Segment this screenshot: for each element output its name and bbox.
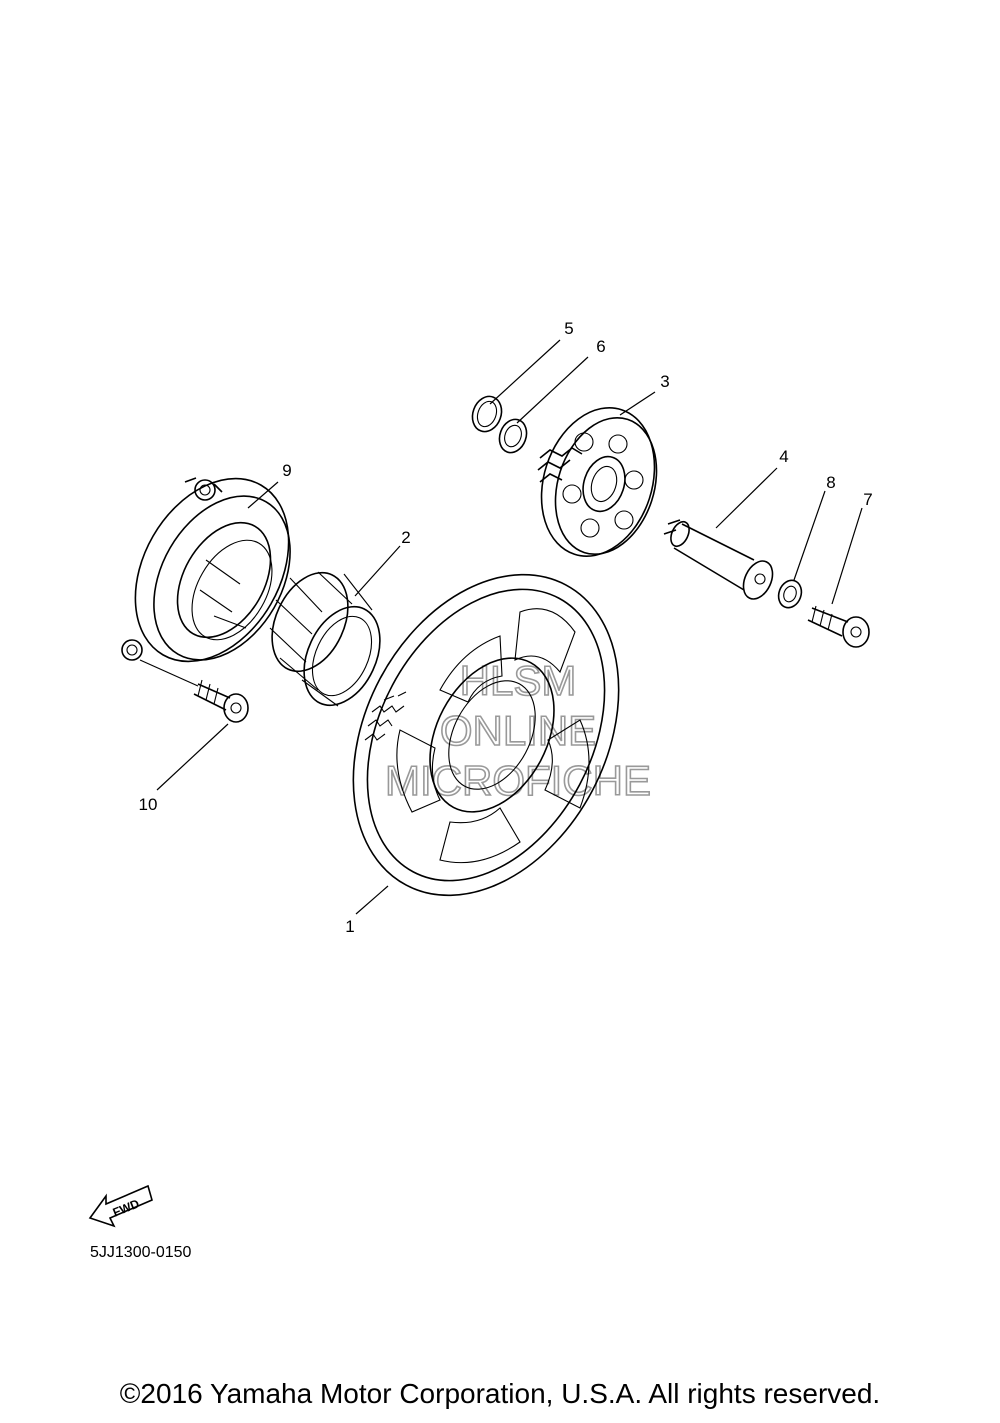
part-10-bolt xyxy=(139,659,249,723)
watermark-line-1: HLSM xyxy=(460,657,577,704)
callouts: 1 2 3 4 5 6 7 8 9 10 xyxy=(139,319,873,936)
part-2-needle-bearing xyxy=(269,571,381,707)
watermark-line-2: ONLINE xyxy=(440,707,596,754)
callout-10: 10 xyxy=(139,795,158,814)
callout-4: 4 xyxy=(779,447,788,466)
callout-8: 8 xyxy=(826,473,835,492)
fwd-arrow-icon: FWD xyxy=(88,1184,153,1228)
callout-1: 1 xyxy=(345,917,354,936)
part-4-shaft xyxy=(663,519,774,600)
callout-7: 7 xyxy=(863,490,872,509)
part-8-washer xyxy=(777,579,803,609)
watermark: HLSM ONLINE MICROFICHE xyxy=(384,656,652,805)
leader-lines xyxy=(156,339,863,915)
drawing-code: 5JJ1300-0150 xyxy=(90,1244,192,1261)
part-1-starter-clutch-gear xyxy=(352,573,620,897)
callout-6: 6 xyxy=(596,337,605,356)
callout-2: 2 xyxy=(401,528,410,547)
part-3-idle-gear xyxy=(537,407,658,557)
callout-3: 3 xyxy=(660,372,669,391)
part-7-bolt xyxy=(807,605,870,648)
part-5-circlip xyxy=(471,395,503,433)
copyright-notice: ©2016 Yamaha Motor Corporation, U.S.A. A… xyxy=(119,1378,881,1409)
callout-5: 5 xyxy=(564,319,573,338)
part-9-clutch-housing xyxy=(121,477,291,663)
part-6-washer xyxy=(498,418,528,454)
callout-9: 9 xyxy=(282,461,291,480)
